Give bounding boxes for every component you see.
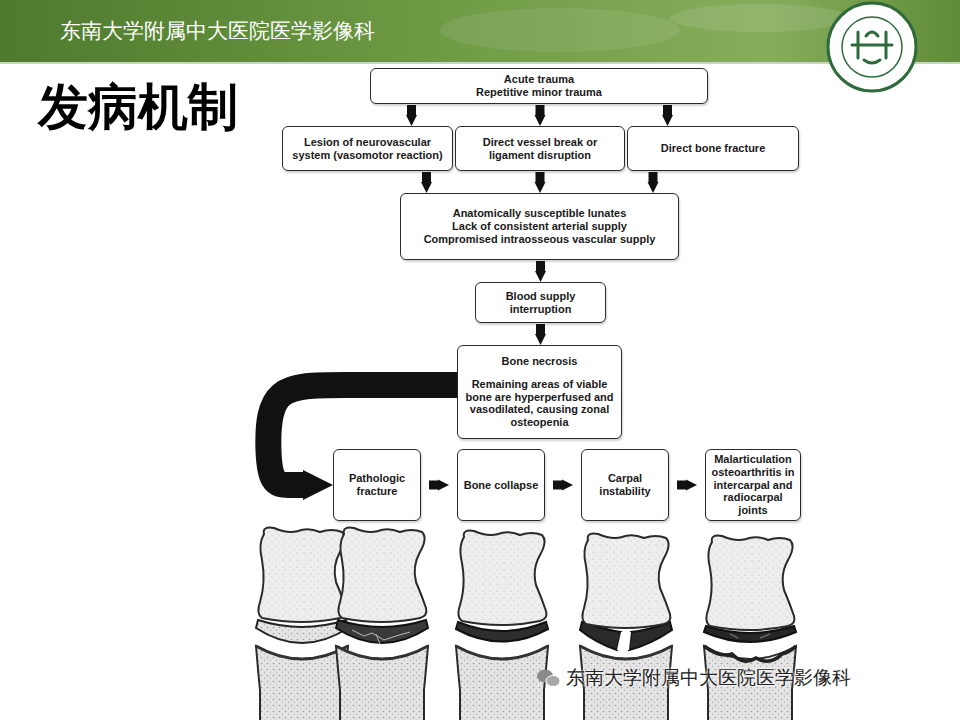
stage-box: Pathologic fracture	[333, 449, 421, 521]
header-text: 东南大学附属中大医院医学影像科	[60, 17, 375, 45]
block-arrow	[649, 172, 658, 182]
box-text: Carpal instability	[586, 472, 664, 498]
box-text: Direct bone fracture	[661, 142, 766, 155]
fracture-line	[730, 634, 770, 638]
stage-box: Malarticulation osteoarthritis in interc…	[705, 449, 801, 521]
block-arrow	[536, 261, 545, 271]
header-band	[0, 0, 960, 62]
block-arrow	[536, 172, 545, 182]
block-arrow	[536, 105, 545, 115]
stage-box: Bone collapse	[457, 449, 545, 521]
process-box: Bone necrosisRemaining areas of viable b…	[457, 345, 622, 439]
logo-emblem	[852, 32, 892, 63]
box-text: Malarticulation osteoarthritis in interc…	[710, 453, 796, 518]
process-box: Blood supply interruption	[475, 282, 606, 323]
lunate-stage-5	[704, 536, 796, 720]
process-box: Lesion of neurovascular system (vasomoto…	[282, 126, 453, 171]
box-text: Acute trauma	[504, 73, 574, 86]
box-text: Compromised intraosseous vascular supply	[424, 233, 656, 246]
radius-bone	[256, 646, 348, 720]
subchondral-line	[336, 646, 428, 659]
block-arrow	[663, 105, 672, 115]
header-decoration	[440, 8, 680, 52]
header-decoration	[670, 4, 850, 32]
box-text: Blood supply interruption	[480, 290, 601, 316]
capitate-bone	[458, 531, 546, 625]
box-text: Lack of consistent arterial supply	[452, 220, 627, 233]
block-arrow	[553, 481, 562, 490]
cause-box: Acute traumaRepetitive minor trauma	[370, 68, 708, 104]
lunate-bone	[336, 620, 428, 643]
subchondral-line	[456, 646, 548, 659]
block-arrow	[677, 481, 686, 490]
wechat-icon	[537, 670, 560, 687]
block-arrow	[407, 105, 416, 115]
box-text: Remaining areas of viable bone are hyper…	[462, 378, 617, 430]
lunate-stage-4	[580, 534, 672, 720]
process-box: Direct vessel break or ligament disrupti…	[455, 126, 625, 171]
subchondral-line	[256, 646, 348, 659]
stage-box: Carpal instability	[581, 449, 669, 521]
curved-block-arrow	[268, 385, 457, 485]
logo-inner-ring	[842, 17, 902, 77]
capitate-bone	[338, 528, 426, 622]
lunate-stage-3	[456, 531, 548, 720]
block-arrow	[536, 324, 545, 334]
fracture-line	[352, 630, 410, 644]
process-box: Direct bone fracture	[627, 126, 799, 171]
box-text: Bone collapse	[464, 479, 539, 492]
lunate-stage-1	[256, 528, 348, 720]
box-text: Anatomically susceptible lunates	[453, 207, 627, 220]
wechat-bubble	[546, 676, 560, 687]
fragment-gap	[617, 632, 631, 650]
box-heading: Bone necrosis	[502, 355, 578, 368]
box-text: Pathologic fracture	[338, 472, 416, 498]
radius-bone	[456, 646, 548, 720]
block-arrow	[429, 481, 438, 490]
lunate-bone	[256, 620, 348, 643]
lunate-stage-2	[336, 528, 428, 720]
logo-ring	[828, 3, 916, 91]
capitate-bone	[258, 528, 346, 622]
watermark-text: 东南大学附属中大医院医学影像科	[566, 665, 851, 691]
slide-title: 发病机制	[38, 74, 238, 141]
box-text: Lesion of neurovascular system (vasomoto…	[287, 136, 448, 162]
header-rule	[0, 62, 960, 64]
capitate-bone	[706, 536, 794, 630]
process-box: Anatomically susceptible lunatesLack of …	[400, 193, 679, 260]
radius-bone	[336, 646, 428, 720]
irregular-joint-surface	[704, 646, 796, 661]
block-arrow	[422, 172, 431, 182]
box-text: Direct vessel break or ligament disrupti…	[460, 136, 620, 162]
capitate-bone	[582, 534, 670, 628]
box-text: Repetitive minor trauma	[476, 86, 602, 99]
hospital-logo	[828, 3, 916, 91]
